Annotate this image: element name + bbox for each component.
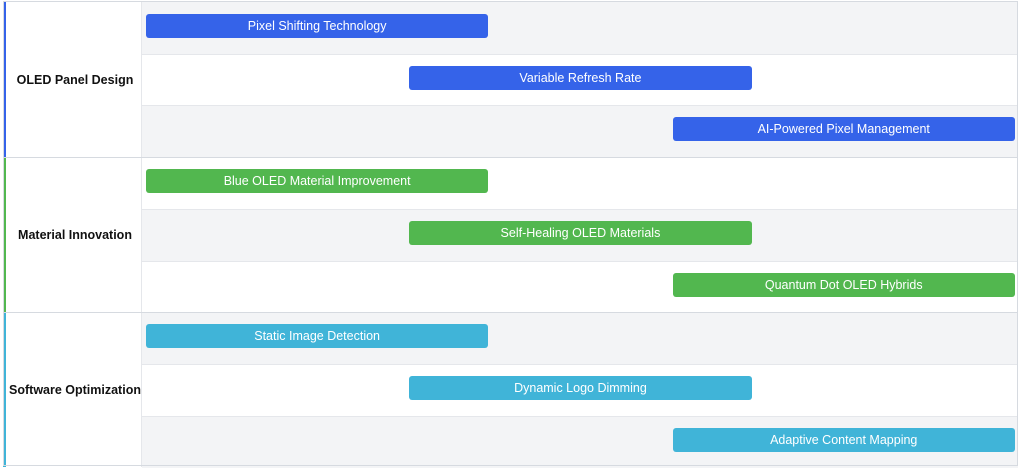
timeline-bar[interactable]: Adaptive Content Mapping [673,428,1015,452]
category-label: Material Innovation [12,228,132,242]
category-label: Software Optimization [3,383,141,397]
category-color-stripe [3,157,6,312]
category-cell: Material Innovation [3,157,142,312]
timeline-bar[interactable]: Dynamic Logo Dimming [409,376,751,400]
group-divider [3,157,1018,158]
row-divider [142,261,1018,262]
timeline-bar[interactable]: Quantum Dot OLED Hybrids [673,273,1015,297]
row-divider [142,364,1018,365]
timeline-bar[interactable]: AI-Powered Pixel Management [673,117,1015,141]
timeline-bar[interactable]: Blue OLED Material Improvement [146,169,488,193]
category-cell: OLED Panel Design [3,2,142,157]
row-divider [142,105,1018,106]
row-divider [142,54,1018,55]
timeline-bar[interactable]: Static Image Detection [146,324,488,348]
group-divider [3,312,1018,313]
row-divider [142,209,1018,210]
timeline-bar[interactable]: Variable Refresh Rate [409,66,751,90]
row-divider [142,416,1018,417]
category-color-stripe [3,312,6,467]
timeline-bar[interactable]: Pixel Shifting Technology [146,14,488,38]
timeline-bar[interactable]: Self-Healing OLED Materials [409,221,751,245]
category-color-stripe [3,2,6,157]
category-cell: Software Optimization [3,312,142,467]
category-label: OLED Panel Design [11,73,134,87]
